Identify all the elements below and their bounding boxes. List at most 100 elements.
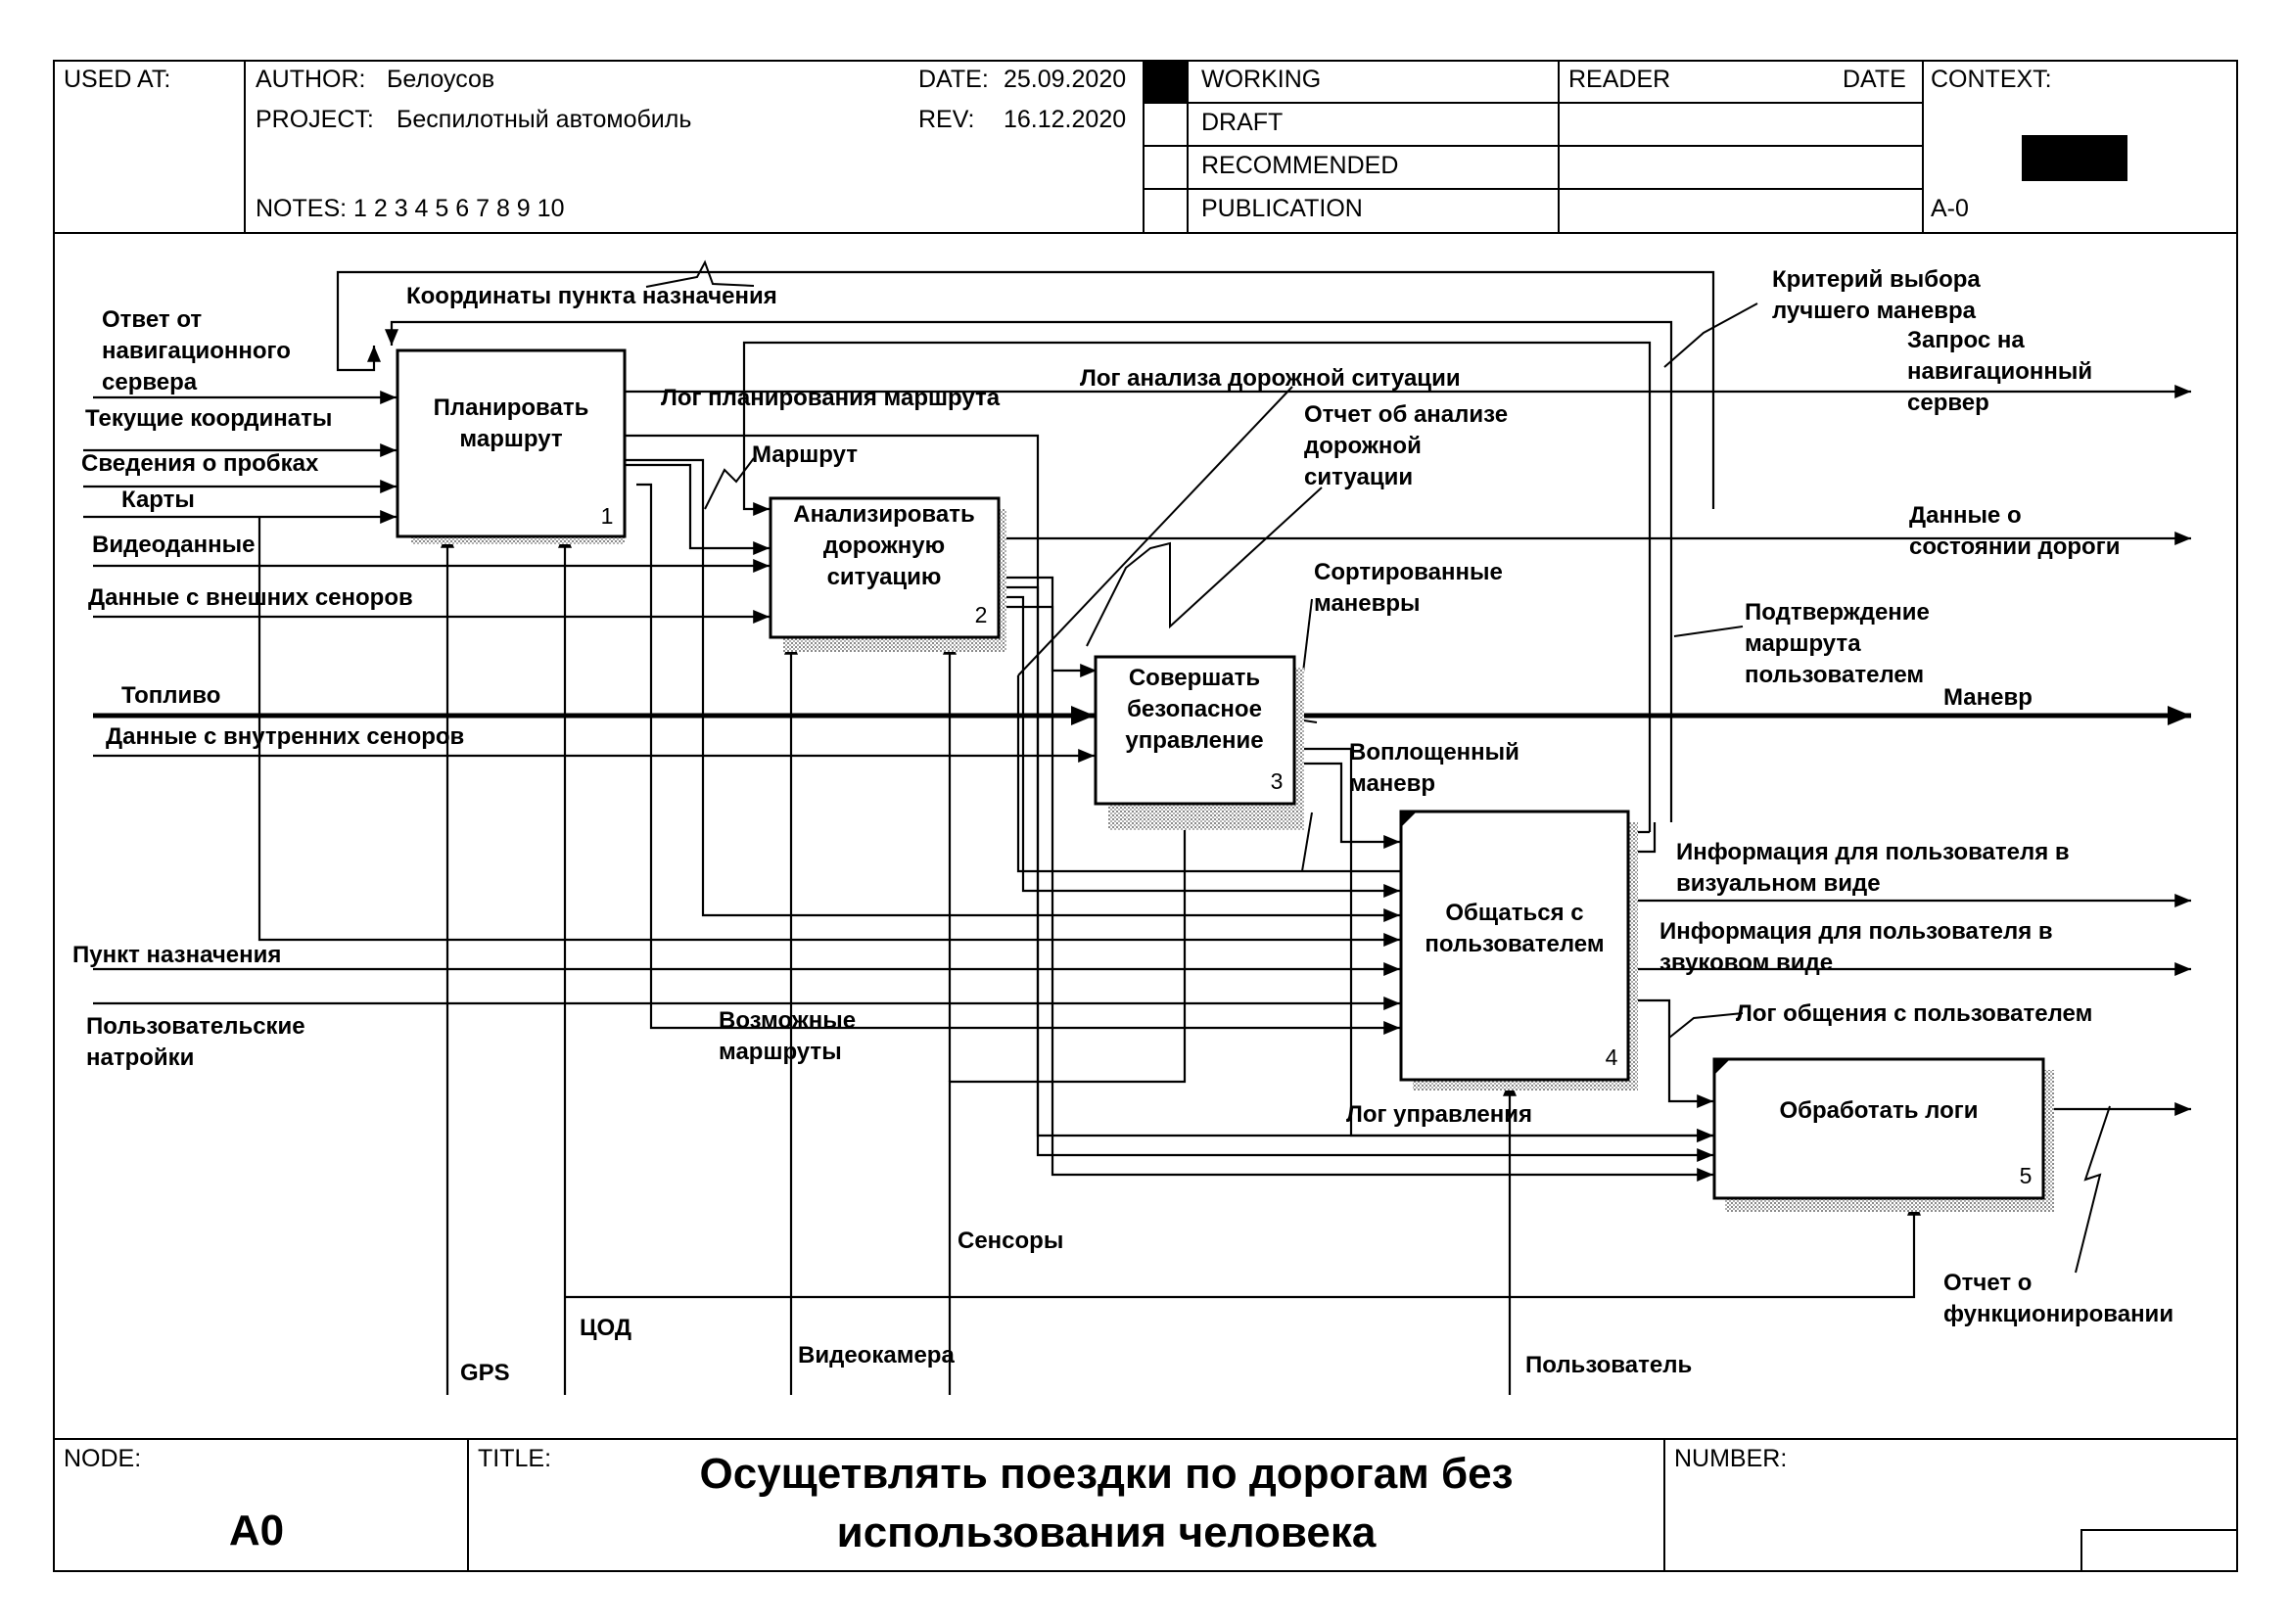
label-nav-request-2: навигационный (1907, 358, 2092, 385)
label-road-report-1: Отчет об анализе (1304, 401, 1508, 428)
label-info-visual-2: визуальном виде (1676, 870, 1881, 897)
box-5-corner-mark (1714, 1059, 1730, 1075)
label-info-audio-2: звуковом виде (1659, 950, 1833, 976)
label-user-settings-1: Пользовательские (86, 1013, 305, 1040)
label-confirm-3: пользователем (1745, 662, 1924, 688)
label-cod: ЦОД (580, 1315, 631, 1341)
label-criterion-2: лучшего маневра (1772, 298, 1977, 324)
context-node: A-0 (1931, 195, 1969, 222)
activity-box-5[interactable] (1712, 1057, 2045, 1200)
label-int-sensors: Данные с внутренних сеноров (106, 723, 464, 750)
label-report-1: Отчет о (1943, 1270, 2032, 1296)
label-nav-reply-1: Ответ от (102, 306, 202, 333)
arrow-done-maneuver (1294, 762, 1400, 849)
box-3-label-line-3: управление (1125, 727, 1263, 754)
box-1-number: 1 (601, 503, 614, 529)
label-user-settings-2: натройки (86, 1044, 194, 1071)
box-4-corner-mark (1401, 812, 1417, 827)
diagram-title-line-2: использования человека (837, 1508, 1377, 1556)
date-label: DATE: (918, 66, 989, 93)
label-maps: Карты (121, 487, 195, 513)
label-nav-reply-3: сервера (102, 369, 198, 395)
box-1-label-line-1: Планировать (434, 394, 589, 421)
date-value: 25.09.2020 (1004, 66, 1126, 93)
label-current-coords: Текущие координаты (85, 405, 332, 432)
working-status-marker (1144, 61, 1188, 103)
label-control-log: Лог управления (1346, 1101, 1532, 1128)
project-value: Беспилотный автомобиль (397, 106, 691, 133)
box-2-number: 2 (975, 602, 988, 627)
label-maneuver: Маневр (1943, 684, 2033, 711)
label-sensors: Сенсоры (958, 1228, 1063, 1254)
box-4-label-line-1: Общаться с (1445, 900, 1583, 926)
number-label: NUMBER: (1674, 1445, 1787, 1472)
label-done-maneuver-1: Воплощенный (1349, 739, 1519, 766)
arrow-maps-to-box4 (257, 517, 1400, 947)
arrow-cod-to-box5 (565, 1199, 1921, 1299)
arrow-criterion-loop (742, 341, 1652, 832)
context-thumbnail (2022, 135, 2127, 181)
node-value: A0 (229, 1507, 284, 1554)
box-3-label-line-1: Совершать (1129, 665, 1260, 691)
status-recommended: RECOMMENDED (1201, 152, 1398, 179)
box-2-label-line-3: ситуацию (827, 564, 942, 590)
label-road-report-3: ситуации (1304, 464, 1413, 490)
author-label: AUTHOR: (256, 66, 366, 93)
label-camera: Видеокамера (798, 1342, 955, 1369)
label-dest-coords: Координаты пункта назначения (406, 283, 777, 309)
box-2-label-line-1: Анализировать (793, 501, 974, 528)
author-value: Белоусов (387, 66, 494, 93)
arrow-user-log (1628, 998, 1713, 1108)
context-label: CONTEXT: (1931, 66, 2052, 93)
label-sorted-2: маневры (1314, 590, 1421, 617)
arrow-sensors (948, 805, 1192, 1395)
activity-boxes (396, 348, 2054, 1212)
rev-value: 16.12.2020 (1004, 106, 1126, 133)
activity-box-3[interactable] (1094, 655, 1296, 806)
reader-date-label: DATE (1843, 66, 1906, 93)
status-working: WORKING (1201, 66, 1321, 93)
label-nav-request-1: Запрос на (1907, 327, 2025, 353)
label-confirm-1: Подтверждение (1745, 599, 1930, 626)
diagram-title-line-1: Осущетвлять поездки по дорогам без (700, 1450, 1514, 1498)
arrow-road-report-logs (999, 605, 1713, 1182)
box-5-number: 5 (2020, 1163, 2033, 1188)
arrow-lines (83, 270, 2191, 1395)
label-traffic: Сведения о пробках (81, 450, 319, 477)
label-possible-routes-1: Возможные (719, 1007, 856, 1034)
activity-box-4[interactable] (1399, 810, 1630, 1082)
label-done-maneuver-2: маневр (1349, 770, 1435, 797)
label-route: Маршрут (752, 441, 858, 468)
arrow-dest-coords (336, 270, 1715, 509)
status-publication: PUBLICATION (1201, 195, 1363, 222)
label-info-visual-1: Информация для пользователя в (1676, 839, 2070, 865)
arrow-road-report (999, 595, 1400, 898)
label-confirm-2: маршрута (1745, 630, 1861, 657)
label-video: Видеоданные (92, 532, 255, 558)
label-nav-reply-2: навигационного (102, 338, 291, 364)
notes-label: NOTES: 1 2 3 4 5 6 7 8 9 10 (256, 195, 564, 222)
activity-box-2[interactable] (769, 496, 1001, 639)
box-4-number: 4 (1606, 1044, 1618, 1070)
box-3-number: 3 (1271, 768, 1284, 794)
status-draft: DRAFT (1201, 109, 1283, 136)
title-label: TITLE: (478, 1445, 551, 1472)
arrow-road-report-branch (1016, 675, 1400, 873)
label-possible-routes-2: маршруты (719, 1039, 842, 1065)
activity-box-1[interactable] (396, 348, 627, 538)
box-4-label-line-2: пользователем (1425, 931, 1604, 957)
label-road-state-1: Данные о (1909, 502, 2022, 529)
label-destination: Пункт назначения (72, 942, 281, 968)
label-report-2: функционировании (1943, 1301, 2173, 1327)
footer-frame (53, 1438, 2238, 1572)
label-user-log: Лог общения с пользователем (1736, 1000, 2092, 1027)
label-nav-request-3: сервер (1907, 390, 1989, 416)
label-road-log: Лог анализа дорожной ситуации (1080, 365, 1461, 392)
arrow-confirm-loop (385, 320, 1673, 822)
project-label: PROJECT: (256, 106, 374, 133)
label-ext-sensors: Данные с внешних сеноров (88, 584, 413, 611)
label-gps: GPS (460, 1360, 510, 1386)
reader-label: READER (1568, 66, 1670, 93)
